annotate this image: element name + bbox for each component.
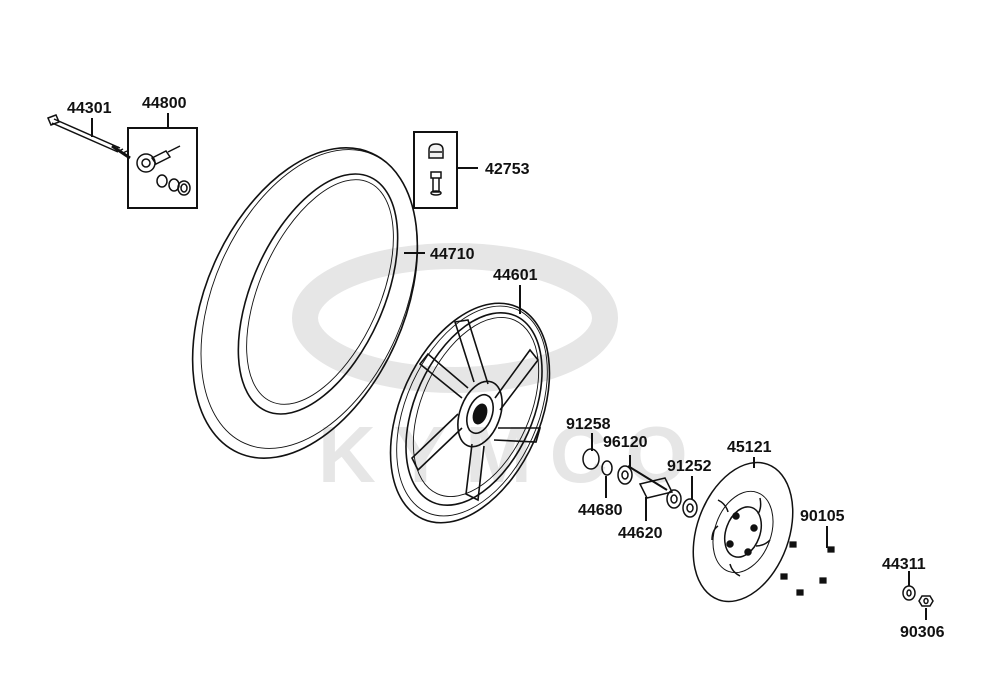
front-axle (47, 114, 131, 160)
disc-bolts (780, 541, 835, 596)
label-44601: 44601 (493, 267, 538, 284)
label-44680: 44680 (578, 502, 623, 519)
leader-lines (91, 113, 927, 620)
collar-and-nut (902, 585, 934, 607)
speedo-gear-group (127, 127, 198, 209)
label-44301: 44301 (67, 100, 112, 117)
bearing-96120 (617, 465, 633, 485)
label-90306: 90306 (900, 624, 945, 641)
label-91258: 91258 (566, 416, 611, 433)
seal-91252 (682, 498, 698, 518)
label-44710: 44710 (430, 246, 475, 263)
part-labels: 44301 44800 42753 44710 44601 91258 9612… (67, 95, 945, 641)
label-96120: 96120 (603, 434, 648, 451)
spacer-44620 (638, 477, 674, 499)
tire (191, 147, 419, 459)
small-parts (582, 448, 698, 518)
rim-wheel (389, 302, 551, 524)
label-91252: 91252 (667, 458, 712, 475)
label-44311: 44311 (882, 556, 926, 573)
watermark-text: KYMCO (318, 410, 706, 499)
label-45121: 45121 (727, 439, 772, 456)
label-44800: 44800 (142, 95, 187, 112)
seal-44680 (601, 460, 613, 476)
label-42753: 42753 (485, 161, 530, 178)
label-44620: 44620 (618, 525, 663, 542)
tire-valve-group (413, 131, 458, 209)
brake-disc (692, 461, 794, 603)
label-90105: 90105 (800, 508, 845, 525)
